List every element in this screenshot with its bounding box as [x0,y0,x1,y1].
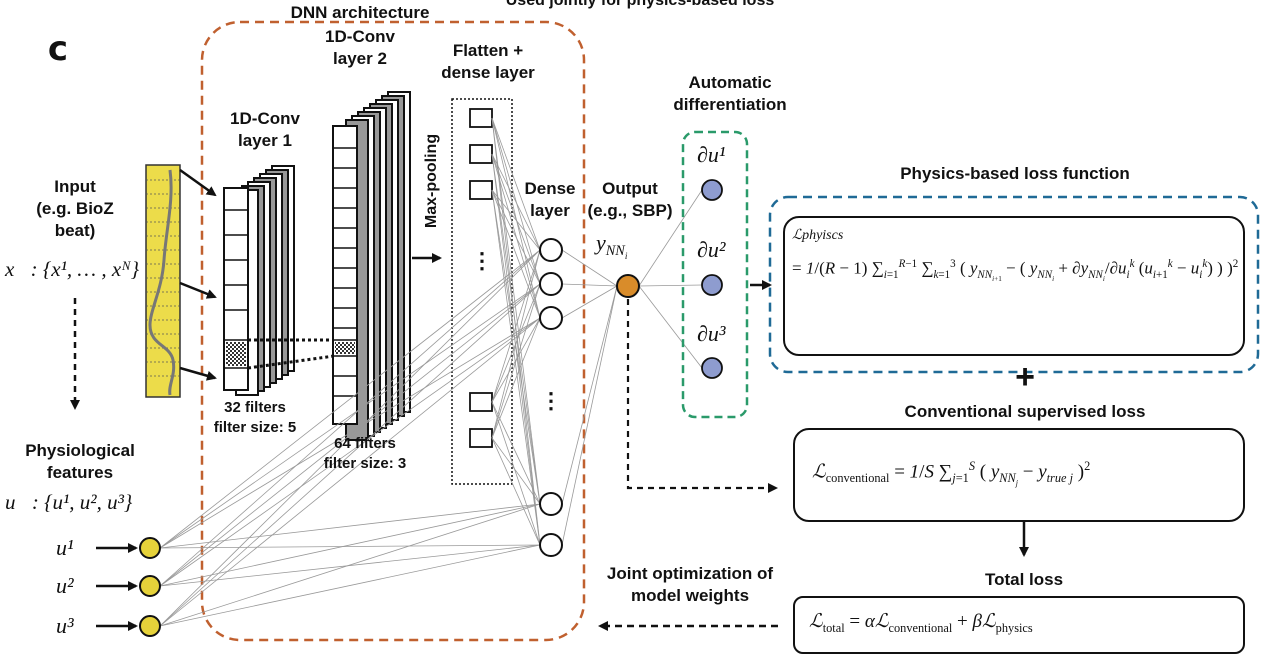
connection-line [491,437,541,546]
connection-line [491,189,541,505]
output-node [616,274,640,298]
partial-nodes [701,179,723,379]
dnn-title: DNN architecture [290,3,430,22]
connection-line [491,283,541,439]
connection-line [159,503,541,587]
connection-line [159,283,541,587]
input-title: Input (e.g. BioZ beat) [36,177,114,240]
total-formula: ℒtotal = αℒconventional + βℒphysics [809,611,1033,635]
connection-line [159,283,541,549]
connection-line [491,401,541,546]
output-title: Output (e.g., SBP) [587,179,673,220]
physio-input-u3: u³ [56,613,74,638]
total-title: Total loss [984,570,1064,589]
physio-input-u1: u¹ [56,535,74,560]
connection-line [491,189,541,546]
autodiff-title: Automatic differentiation [673,73,787,114]
conventional-loss-box [793,428,1245,522]
physio-input-u2: u² [56,573,74,598]
conventional-formula: ℒconventional = 1/S ∑j=1S ( yNNj − ytrue… [812,459,1091,488]
input-vector: x⃗: {x¹, … , xᴺ} [5,257,140,281]
output-symbol: yNNi [596,230,628,263]
flatten-vdots: ⋮ [471,248,493,273]
physics-formula: = 1/(R − 1) ∑i=1R−1 ∑k=13 ( yNNi+1 − ( y… [792,258,1239,284]
connection-line [159,544,541,549]
conv1-filters: 32 filters filter size: 5 [213,399,297,436]
connection-line [491,249,541,403]
connection-line [491,117,541,505]
joint-optimization-label: Joint optimization of model weights [606,564,774,605]
connection-line [491,153,541,251]
connection-line [561,285,618,319]
partial-u3: ∂u³ [697,321,726,346]
dense-nodes [539,238,563,557]
connection-line [159,317,541,627]
physics-loss-frame [768,195,1260,374]
panel-letter: c [47,29,69,69]
connection-line [491,117,541,251]
connection-line [491,153,541,285]
connection-line [159,249,541,549]
connection-line [561,283,618,287]
conventional-title: Conventional supervised loss [904,402,1146,421]
connection-line [491,189,541,285]
connection-line [561,285,618,546]
connection-line [159,249,541,627]
partial-u1: ∂u¹ [697,142,726,167]
conv2-filters: 64 filters filter size: 3 [323,435,407,472]
top-caption: Used jointly for physics-based loss [505,0,775,9]
maxpool-label: Max-pooling [423,133,440,229]
connection-line [159,503,541,627]
physics-title: Physics-based loss function [900,164,1130,183]
flatten-dense-frame [451,98,513,485]
connection-line [638,285,703,369]
conv2-title: 1D-Conv layer 2 [325,27,395,68]
plus-sign: + [1015,358,1035,396]
connection-line [159,544,541,627]
physio-title: Physiological features [25,441,135,482]
connection-line [491,317,541,439]
connection-line [561,249,618,287]
connection-line [638,284,703,287]
connection-line [159,283,541,627]
connection-line [491,437,541,505]
physio-input-nodes [139,537,161,637]
connection-line [491,249,541,439]
flatten-units [469,108,493,448]
conv-layer-2 [332,91,411,441]
autodiff-frame [681,130,749,419]
physics-symbol: ℒphyiscs [792,228,844,243]
network-connections [159,117,703,627]
conv1-title: 1D-Conv layer 1 [230,109,300,150]
physio-vector: u⃗: {u¹, u², u³} [5,490,133,514]
connection-line [159,317,541,549]
connection-line [491,189,541,251]
total-loss-box [793,596,1245,654]
dnn-architecture-frame [200,20,586,642]
dense-vdots: ⋮ [540,388,562,413]
connection-line [159,249,541,587]
connection-line [159,317,541,587]
dense-title: Dense layer [524,179,576,220]
connection-line [638,189,703,287]
physics-loss-box [783,216,1245,356]
connection-line [159,503,541,549]
conv-layer-1 [223,165,295,396]
connection-line [561,285,618,505]
connection-line [491,189,541,319]
flatten-title: Flatten + dense layer [441,41,535,82]
input-signal-strip [145,164,181,398]
connection-line [159,544,541,587]
partial-u2: ∂u² [697,237,726,262]
